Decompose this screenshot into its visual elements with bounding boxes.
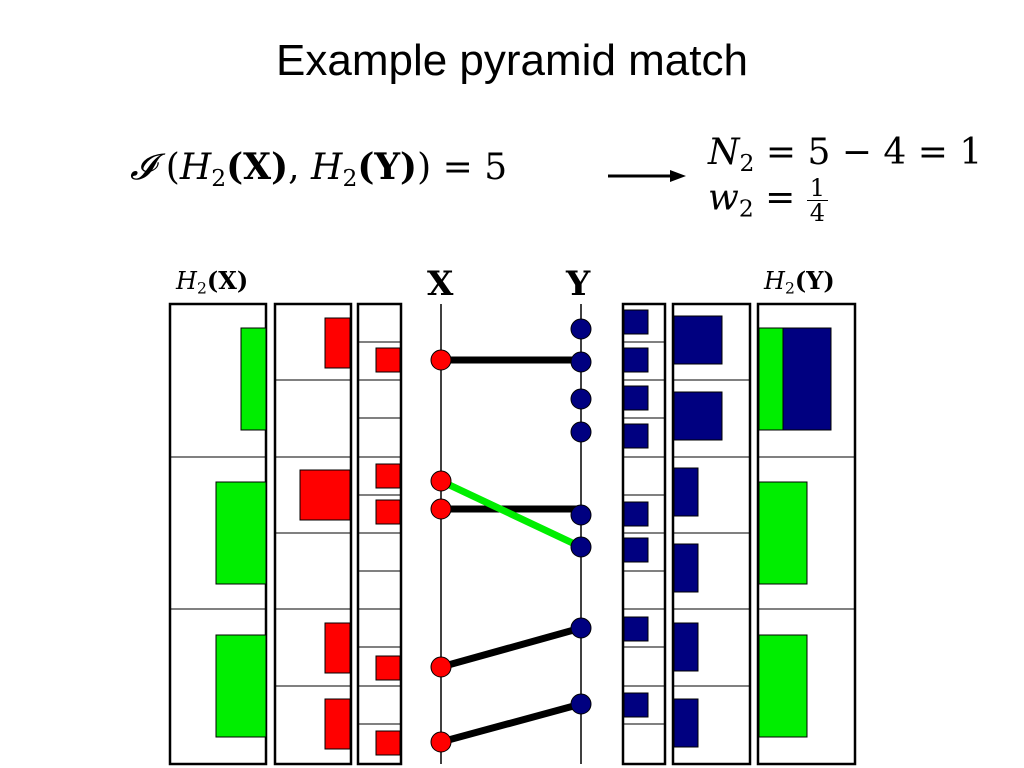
n2-formula: N2 = 5 − 4 = 1 xyxy=(708,132,983,178)
histogram-y-level0 xyxy=(621,302,667,766)
histogram-x-level2 xyxy=(168,302,268,766)
intersection-symbol: 𝓘 xyxy=(130,147,155,188)
x-point xyxy=(430,656,452,678)
x-point xyxy=(430,731,452,753)
match-line-green xyxy=(439,477,583,551)
arrow-icon xyxy=(608,170,686,182)
y-set-label: Y xyxy=(566,264,591,304)
match-line xyxy=(440,624,582,671)
histogram-x-level1 xyxy=(273,302,353,766)
y-points xyxy=(570,318,592,715)
x-set-label: X xyxy=(427,264,454,304)
y-point xyxy=(570,351,592,373)
x-point xyxy=(430,349,452,371)
x-point xyxy=(430,498,452,520)
match-line xyxy=(440,700,582,746)
y-point xyxy=(570,617,592,639)
histogram-x-label: H2(X) xyxy=(176,266,249,298)
match-lines xyxy=(439,356,583,746)
histogram-y-level1 xyxy=(671,302,752,766)
y-point xyxy=(570,693,592,715)
y-point xyxy=(570,536,592,558)
histogram-y-label: H2(Y) xyxy=(764,266,835,298)
slide-title: Example pyramid match xyxy=(276,36,748,85)
histogram-x-level0 xyxy=(356,302,403,766)
y-point xyxy=(570,421,592,443)
histogram-y-level2 xyxy=(756,302,857,766)
y-point xyxy=(570,318,592,340)
y-point xyxy=(570,504,592,526)
x-points xyxy=(430,349,452,753)
x-point xyxy=(430,470,452,492)
pyramid-match-formula: 𝓘 (H2(X), H2(Y)) = 5 xyxy=(130,146,508,193)
y-point xyxy=(570,388,592,410)
